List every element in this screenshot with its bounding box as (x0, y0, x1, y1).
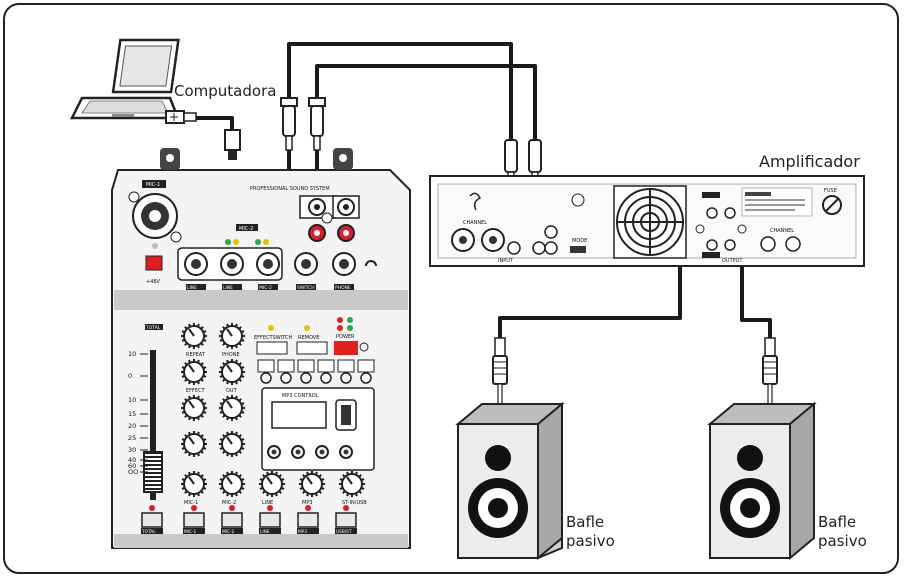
knob-icon (219, 359, 245, 385)
bottom-knob-label: MIC-1 (184, 500, 198, 506)
mic2-label: MIC-2 (239, 226, 253, 232)
knob-icon (219, 395, 245, 421)
channel-button (222, 513, 242, 527)
fader-scale-label: 25 (128, 434, 136, 442)
channel-button (298, 513, 318, 527)
rca-plugs-top (281, 98, 325, 150)
channel-button-label: MIC-2 (222, 529, 235, 535)
amp-fuse-label: FUSE (824, 188, 837, 194)
preset-icon (298, 360, 314, 372)
channel-button (336, 513, 356, 527)
mp3-control-label: MP3 CONTROL (282, 393, 319, 399)
fader-scale-label: 30 (128, 446, 136, 454)
mic1-label: MIC-1 (146, 182, 160, 188)
preset-icon (258, 360, 274, 372)
knob-icon (181, 395, 207, 421)
knob-out-label: OUT (226, 388, 238, 394)
bottom-knob-label: LINE (262, 500, 273, 506)
usb-plug-icon (225, 130, 240, 160)
channel-button (184, 513, 204, 527)
knob-phone-label: PHONE (222, 352, 240, 358)
bottom-knob-label: MIC-2 (222, 500, 236, 506)
channel-button-label: USB/ST (336, 529, 352, 535)
amp-channel-label-1: CHANNEL (463, 220, 487, 226)
amplifier: CHANNEL INPUT MODE OUTPUT (430, 176, 864, 266)
fan-grille-icon (614, 186, 686, 258)
fader-scale-label: 20 (128, 422, 136, 430)
preset-icon (358, 360, 374, 372)
fader-scale-label: 10 (128, 350, 136, 358)
bottom-knob-icon (259, 471, 285, 497)
jack-label: LINE (223, 285, 233, 291)
bottom-knob-icon (181, 471, 207, 497)
fader-scale-label: OO (128, 468, 138, 476)
bottom-knob-icon (339, 471, 365, 497)
channel-button-label: MP3 (298, 529, 307, 535)
speaker-right-label-2: pasivo (818, 532, 867, 550)
remove-label: REMOVE (298, 335, 319, 341)
channel-button (142, 513, 162, 527)
knob-repeat-label: REPEAT (186, 352, 206, 358)
amp-channel-label-2: CHANNEL (770, 228, 794, 234)
amp-mode-label: MODE (572, 238, 587, 244)
power-label: POWER (336, 334, 355, 340)
knob-icon (219, 323, 245, 349)
bottom-knob-icon (299, 471, 325, 497)
jack-label: SWITCH (297, 285, 315, 291)
total-label: TOTAL (145, 325, 161, 331)
knob-effect-label: EFFECT (186, 388, 206, 394)
speaker-plugs (493, 338, 777, 406)
channel-button-label: LINE (260, 529, 270, 535)
fader-scale-label: 0 (128, 372, 132, 380)
speaker-left (458, 404, 562, 558)
speaker-left-label-1: Bafle (566, 513, 604, 531)
fader-scale-label: 10 (128, 396, 136, 404)
channel-button-label: TOTAL (141, 529, 156, 535)
mixer-brand-title: PROFESSIONAL SOUND SYSTEM (250, 186, 330, 192)
channel-button (260, 513, 280, 527)
mp3-display (272, 402, 326, 428)
jack-label: MIC-2 (259, 285, 272, 291)
phantom-label: +48V (146, 279, 161, 285)
preset-icon (318, 360, 334, 372)
channel-button-label: MIC-1 (184, 529, 197, 535)
computer-label: Computadora (174, 82, 276, 100)
rca-cable-right (317, 66, 535, 140)
speaker-right-label-1: Bafle (818, 513, 856, 531)
jack-label: PHONE (335, 285, 351, 291)
amp-output-label: OUTPUT (722, 258, 743, 264)
amplifier-label: Amplificador (759, 152, 860, 171)
knob-icon (181, 359, 207, 385)
knob-icon (219, 431, 245, 457)
knob-icon (181, 323, 207, 349)
jack-label: LINE (187, 285, 197, 291)
bottom-knob-icon (219, 471, 245, 497)
preset-icon (338, 360, 354, 372)
fader-scale-label: 15 (128, 410, 136, 418)
amp-input-label: INPUT (498, 258, 514, 264)
mixer: PROFESSIONAL SOUND SYSTEM MIC-1 +48V MIC… (112, 148, 410, 548)
speaker-right (710, 404, 814, 558)
knob-icon (181, 431, 207, 457)
speaker-left-label-2: pasivo (566, 532, 615, 550)
preset-icon (278, 360, 294, 372)
effect-switch-label: EFFECTSWITCH (254, 335, 292, 341)
